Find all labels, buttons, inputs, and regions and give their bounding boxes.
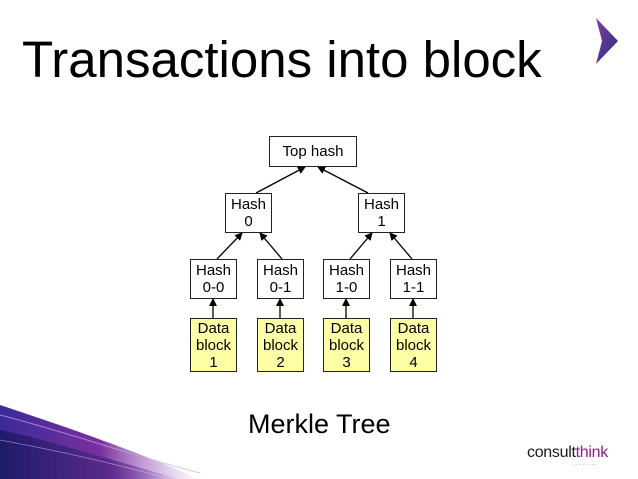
edge-h0-top [255,166,306,194]
logo-tagline: · · · · · · · · [573,462,597,468]
node-hash-1-0: Hash 1-0 [323,259,370,299]
node-data-block-4: Data block 4 [390,318,437,372]
edge-h10-h1 [349,232,373,260]
chevron-right-icon [596,18,618,64]
slide-title: Transactions into block [22,31,542,88]
edge-h1-top [317,166,369,194]
node-data-block-2: Data block 2 [257,318,304,372]
node-data-block-1: Data block 1 [190,318,237,372]
edge-h01-h0 [259,232,283,260]
edge-h00-h0 [216,232,243,260]
node-top-hash: Top hash [269,136,357,167]
node-hash-1-1: Hash 1-1 [390,259,437,299]
node-hash-0: Hash 0 [225,193,272,233]
decorative-wave [0,405,200,479]
node-hash-0-1: Hash 0-1 [257,259,304,299]
edge-h11-h1 [389,232,413,260]
diagram-caption: Merkle Tree [248,409,391,439]
node-hash-1: Hash 1 [358,193,405,233]
logo-wordmark: consultthink [527,444,608,461]
node-data-block-3: Data block 3 [323,318,370,372]
consultthink-logo: consultthink · · · · · · · · [527,444,631,472]
node-hash-0-0: Hash 0-0 [190,259,237,299]
